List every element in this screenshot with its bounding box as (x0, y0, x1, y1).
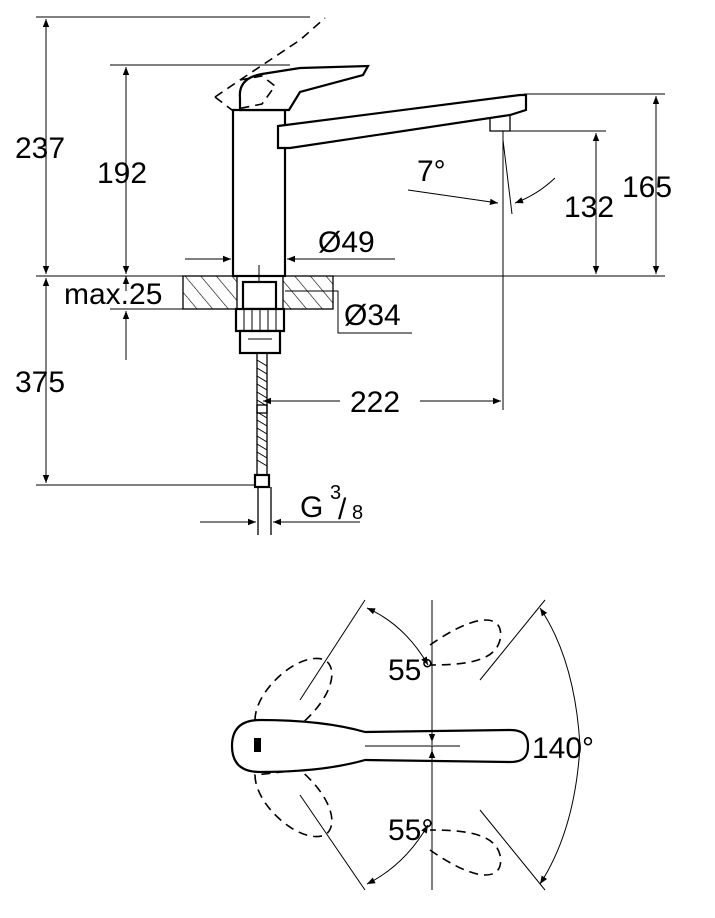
dim-hole-diameter: Ø34 (344, 299, 401, 332)
angle-total-label: 140° (532, 732, 594, 765)
dim-thread-prefix: G (300, 491, 323, 524)
dim-thread-den: 8 (352, 502, 363, 524)
dim-thread-slash: / (338, 493, 347, 526)
mounting-fixture (234, 280, 286, 355)
dim-angle: 7° (417, 155, 446, 188)
side-view: 237 192 165 132 7° Ø49 Ø34 max.25 375 22… (15, 16, 672, 535)
handle-position-upper (254, 619, 502, 726)
dim-body-height: 192 (97, 157, 147, 190)
handle-position-lower (254, 769, 502, 876)
dim-body-diameter: Ø49 (318, 226, 375, 259)
dim-spout-height: 165 (622, 171, 672, 204)
reference-lines (36, 16, 665, 486)
dim-outlet-height: 132 (564, 191, 614, 224)
angle-upper-label: 55° (388, 654, 433, 687)
dim-thread-num: 3 (330, 482, 341, 504)
dim-reach: 222 (350, 386, 400, 419)
supply-hose (253, 352, 272, 535)
angle-lower-label: 55° (388, 814, 433, 847)
dimension-lines (42, 19, 660, 526)
dim-max-thickness: max.25 (64, 278, 162, 311)
top-view: 55° 55° 140° (230, 599, 594, 891)
handle-marker (254, 738, 261, 752)
dim-total-height: 237 (15, 132, 65, 165)
dim-below-deck: 375 (15, 366, 65, 399)
faucet-body (214, 17, 528, 285)
